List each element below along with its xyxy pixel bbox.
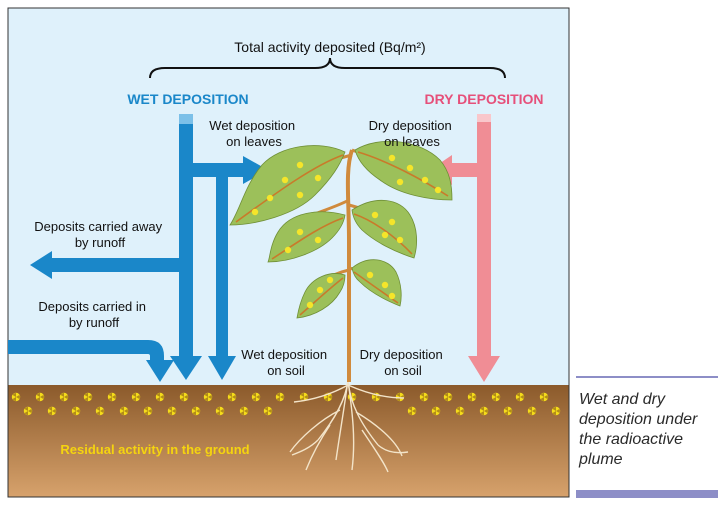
- radiation-icon: [71, 406, 81, 416]
- radiation-icon: [527, 406, 537, 416]
- radiation-icon: [251, 208, 259, 216]
- radiation-icon: [95, 406, 105, 416]
- radiation-icon: [284, 246, 292, 254]
- radiation-icon: [396, 236, 404, 244]
- plant-stem: [345, 149, 354, 382]
- radiation-icon: [467, 392, 477, 402]
- radiation-icon: [35, 392, 45, 402]
- radiation-icon: [155, 392, 165, 402]
- runoff-in-arrow: [8, 340, 164, 362]
- radiation-icon: [215, 406, 225, 416]
- radiation-icon: [263, 406, 273, 416]
- radiation-icon: [515, 392, 525, 402]
- caption-bottom-bar: [576, 490, 718, 498]
- dry-main-arrow-shaft: [477, 122, 491, 358]
- wet-leaves-arrow-head: [243, 156, 268, 184]
- radiation-icon: [119, 406, 129, 416]
- radiation-icon: [47, 406, 57, 416]
- radiation-icon: [296, 228, 304, 236]
- radiation-icon: [407, 406, 417, 416]
- radiation-icon: [434, 186, 442, 194]
- wet-soil-arrow-shaft: [216, 177, 228, 358]
- radiation-icon: [388, 154, 396, 162]
- diagram-frame: [7, 7, 570, 498]
- radiation-icon: [251, 392, 261, 402]
- radiation-icon: [167, 406, 177, 416]
- wet-main-arrow-head: [170, 356, 202, 380]
- soil-ground: [8, 385, 569, 497]
- radiation-icon: [314, 236, 322, 244]
- runoff-away-arrow-head: [30, 251, 52, 279]
- radiation-icon: [503, 406, 513, 416]
- radiation-icon: [296, 161, 304, 169]
- radiation-icon: [406, 164, 414, 172]
- radiation-icon: [388, 292, 396, 300]
- radiation-icon: [296, 191, 304, 199]
- wet-deposition-heading: WET DEPOSITION: [127, 91, 248, 107]
- radiation-icon: [281, 176, 289, 184]
- dry-main-arrow-head: [468, 356, 500, 382]
- dry-deposition-heading: DRY DEPOSITION: [424, 91, 543, 107]
- radiation-icon: [419, 392, 429, 402]
- figure-caption: Wet and dry deposition under the radioac…: [579, 391, 698, 468]
- radiation-icon: [227, 392, 237, 402]
- radiation-icon: [395, 392, 405, 402]
- radiation-icon: [239, 406, 249, 416]
- radiation-icon: [388, 218, 396, 226]
- residual-activity-label: Residual activity in the ground: [60, 442, 249, 457]
- radiation-icon: [491, 392, 501, 402]
- radiation-icon: [431, 406, 441, 416]
- radiation-icon: [443, 392, 453, 402]
- radiation-icon: [421, 176, 429, 184]
- total-activity-title: Total activity deposited (Bq/m²): [234, 39, 425, 55]
- radiation-icon: [203, 392, 213, 402]
- radiation-icon: [314, 174, 322, 182]
- radiation-icon: [275, 392, 285, 402]
- radiation-icon: [396, 178, 404, 186]
- radiation-icon: [306, 301, 314, 309]
- radiation-icon: [191, 406, 201, 416]
- leaf-low-right: [351, 259, 402, 307]
- radiation-icon: [539, 392, 549, 402]
- plant: [229, 140, 453, 473]
- caption-top-rule: [576, 376, 718, 378]
- radiation-icon: [107, 392, 117, 402]
- radiation-icon: [83, 392, 93, 402]
- radiation-icon: [179, 392, 189, 402]
- radiation-icon: [479, 406, 489, 416]
- radiation-icon: [11, 392, 21, 402]
- total-activity-brace: [149, 57, 506, 79]
- radiation-icon: [551, 406, 561, 416]
- dry-arrows: [430, 114, 500, 382]
- dry-on-soil-label: Dry deposition on soil: [360, 347, 447, 378]
- wet-arrows: [8, 114, 268, 382]
- carried-in-label: Deposits carried in by runoff: [38, 299, 149, 330]
- radiation-icon: [23, 406, 33, 416]
- wet-main-arrow-shaft: [179, 120, 193, 358]
- radiation-icon: [59, 392, 69, 402]
- radiation-icon: [381, 231, 389, 239]
- wet-on-leaves-label: Wet deposition on leaves: [209, 118, 298, 149]
- radiation-icon: [266, 194, 274, 202]
- radiation-icon: [371, 211, 379, 219]
- radiation-icon: [131, 392, 141, 402]
- radiation-icon: [366, 271, 374, 279]
- plant-roots: [289, 379, 409, 473]
- radiation-icon: [381, 281, 389, 289]
- radiation-icon: [143, 406, 153, 416]
- radiation-icon: [316, 286, 324, 294]
- radiation-icon: [326, 276, 334, 284]
- carried-away-label: Deposits carried away by runoff: [34, 219, 166, 250]
- wet-soil-arrow-head: [208, 356, 236, 380]
- radiation-icon: [455, 406, 465, 416]
- dry-on-leaves-label: Dry deposition on leaves: [369, 118, 456, 149]
- caption-box: Wet and dry deposition under the radioac…: [576, 376, 718, 498]
- wet-on-soil-label: Wet deposition on soil: [241, 347, 330, 378]
